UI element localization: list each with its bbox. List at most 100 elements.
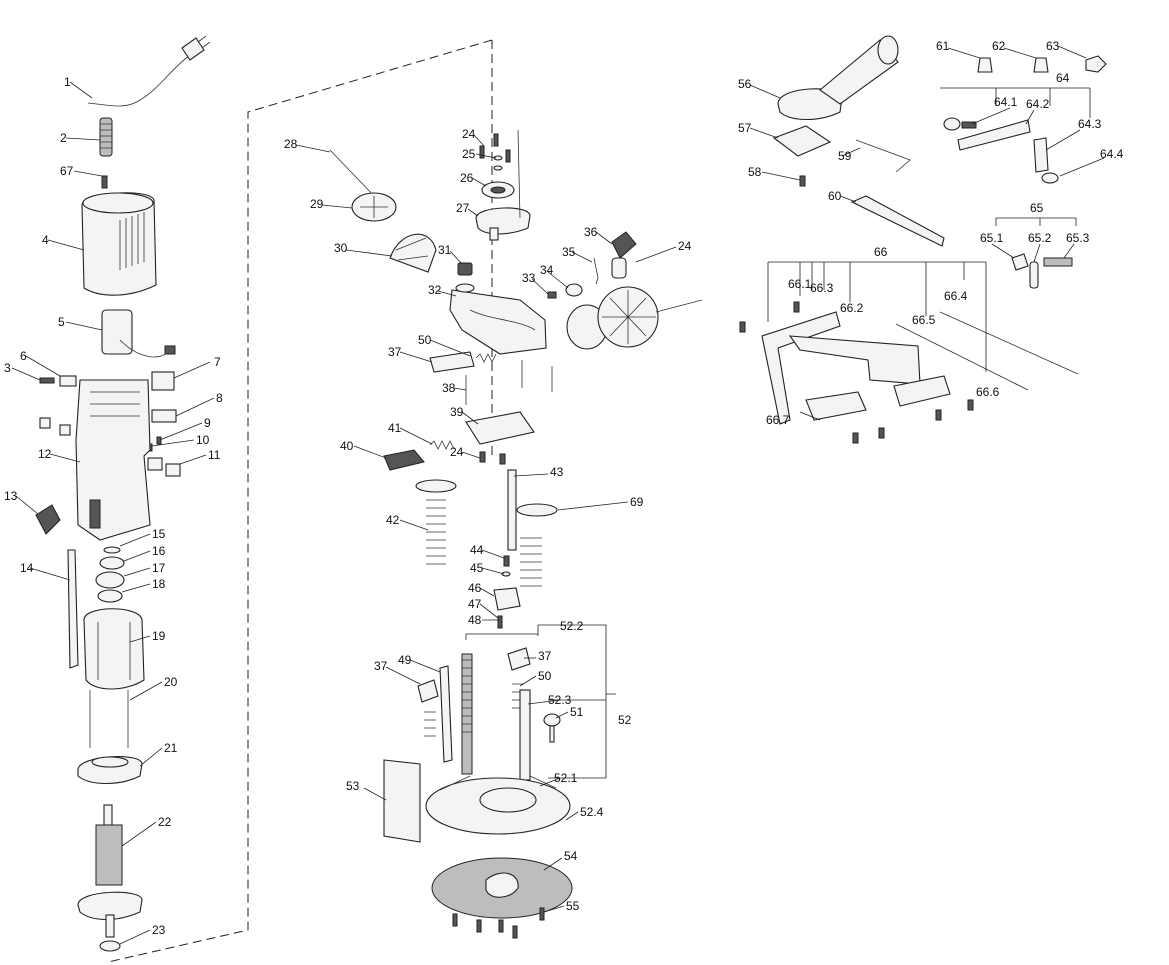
callout-50b: 50 <box>538 669 552 683</box>
depth-stop-parts-44-48 <box>493 555 521 629</box>
lock-knob-37-left <box>417 679 439 737</box>
washer-top-42 <box>415 479 457 493</box>
callout-65-2: 65.2 <box>1028 231 1052 245</box>
callout-57: 57 <box>738 121 752 135</box>
bearing-23 <box>99 940 121 952</box>
spring-42 <box>426 499 446 565</box>
callout-65: 65 <box>1030 201 1044 215</box>
upper-base-casting-32 <box>449 283 547 355</box>
callout-27: 27 <box>456 201 470 215</box>
power-cord <box>87 35 211 107</box>
switch-module <box>101 309 176 358</box>
bearing-housing-27 <box>475 129 531 241</box>
callout-40: 40 <box>340 439 354 453</box>
callout-36: 36 <box>584 225 598 239</box>
callout-35: 35 <box>562 245 576 259</box>
dust-extraction-adapter-56 <box>777 35 899 120</box>
washer-69 <box>516 503 558 517</box>
guide-column-52-3 <box>519 689 531 781</box>
callout-66-4: 66.4 <box>944 289 968 303</box>
nut-31 <box>457 262 473 276</box>
callout-32: 32 <box>428 283 442 297</box>
callout-19: 19 <box>152 629 166 643</box>
callout-11: 11 <box>208 448 221 462</box>
callout-66-1: 66.1 <box>788 277 812 291</box>
lock-knob-37-50 <box>429 351 497 373</box>
long-screws-20 <box>89 690 129 748</box>
callout-65-1: 65.1 <box>980 231 1004 245</box>
knob-30 <box>389 233 437 273</box>
assembly-boundary-line <box>107 39 493 963</box>
callout-labels: 1 2 67 4 5 6 3 7 8 9 10 11 12 13 14 15 1… <box>4 39 1124 937</box>
callout-64-3: 64.3 <box>1078 117 1102 131</box>
block-39 <box>465 411 535 445</box>
screws-38 <box>465 360 553 405</box>
callout-4: 4 <box>42 233 49 247</box>
hex-key-59 <box>855 139 911 173</box>
callout-24b: 24 <box>678 239 692 253</box>
callout-30: 30 <box>334 241 348 255</box>
callout-21: 21 <box>164 741 178 755</box>
callout-52: 52 <box>618 713 632 727</box>
callout-44: 44 <box>470 543 484 557</box>
callout-12: 12 <box>38 447 52 461</box>
threaded-rod-52-2 <box>461 653 473 775</box>
callout-33: 33 <box>522 271 536 285</box>
screws-55 <box>452 907 545 939</box>
leader-lines <box>11 45 1105 945</box>
callout-66: 66 <box>874 245 888 259</box>
wrench-60 <box>850 195 945 247</box>
callout-31: 31 <box>438 243 452 257</box>
callout-47: 47 <box>468 597 482 611</box>
callout-56: 56 <box>738 77 752 91</box>
callout-43: 43 <box>550 465 564 479</box>
callout-5: 5 <box>58 315 65 329</box>
lever-36 <box>611 231 637 279</box>
callout-28: 28 <box>284 137 298 151</box>
callout-52-3: 52.3 <box>548 693 572 707</box>
callout-50a: 50 <box>418 333 432 347</box>
callout-9: 9 <box>204 416 211 430</box>
plate-57 <box>772 125 832 157</box>
callout-64: 64 <box>1056 71 1070 85</box>
callout-60: 60 <box>828 189 842 203</box>
guide-64 <box>943 117 1059 184</box>
callout-15: 15 <box>152 527 166 541</box>
callout-45: 45 <box>470 561 484 575</box>
callout-37c: 37 <box>538 649 552 663</box>
sub-base-54 <box>431 857 573 919</box>
knob-29 <box>351 192 397 222</box>
callout-10: 10 <box>196 433 210 447</box>
parts-61-63 <box>977 55 1107 73</box>
callout-66-2: 66.2 <box>840 301 864 315</box>
callout-34: 34 <box>540 263 554 277</box>
callout-66-5: 66.5 <box>912 313 936 327</box>
callout-16: 16 <box>152 544 166 558</box>
spring-41 <box>429 440 455 450</box>
knob-51 <box>543 713 561 743</box>
rod-28 <box>329 149 377 199</box>
callout-64-4: 64.4 <box>1100 147 1124 161</box>
callout-39: 39 <box>450 405 464 419</box>
screws-24-25 <box>479 133 511 171</box>
depth-knob-assembly <box>566 286 703 350</box>
callout-67: 67 <box>60 164 74 178</box>
callout-46: 46 <box>468 581 482 595</box>
callout-3: 3 <box>4 361 11 375</box>
callout-42: 42 <box>386 513 400 527</box>
callout-2: 2 <box>60 131 67 145</box>
callout-7: 7 <box>214 355 221 369</box>
brush-holders-and-small-parts <box>39 371 181 477</box>
stator <box>83 608 145 690</box>
callout-69: 69 <box>630 495 644 509</box>
scale-bar-49 <box>439 665 453 763</box>
base-plate-52-1 <box>425 775 571 835</box>
callout-59: 59 <box>838 149 852 163</box>
callout-20: 20 <box>164 675 178 689</box>
callout-24c: 24 <box>450 445 464 459</box>
rod-43 <box>507 469 517 551</box>
screw-67 <box>101 175 108 189</box>
button-40 <box>383 449 425 471</box>
cable-guide-strip <box>67 549 79 669</box>
